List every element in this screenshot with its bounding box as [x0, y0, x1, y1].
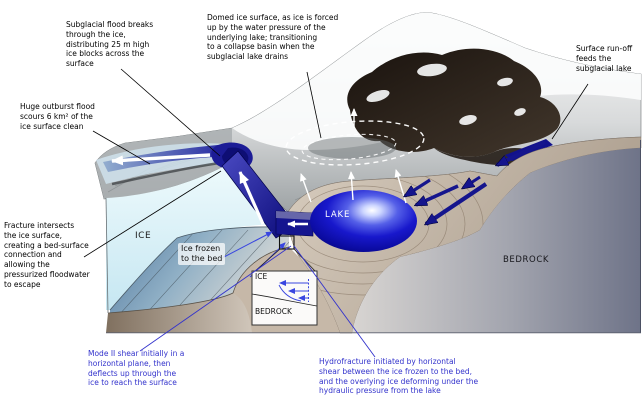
inset-bed-interface	[251, 293, 318, 307]
uplift-arrow-1	[300, 173, 312, 203]
lake-dome	[310, 190, 417, 252]
leader-mode-ii	[139, 245, 292, 352]
collapse-basin-shading	[308, 137, 396, 159]
label-bedrock: BEDROCK	[503, 255, 550, 265]
leader-lines-blue	[139, 245, 376, 358]
bedrock-front-face	[352, 148, 641, 333]
ice-face	[106, 162, 280, 310]
inset-shear-profile	[278, 279, 309, 302]
label-inset-bedrock: BEDROCK	[255, 307, 292, 316]
label-ice: ICE	[135, 231, 152, 241]
frozen-bed-upper-boundary	[109, 226, 284, 311]
annotation-hydrofracture: Hydrofracture initiated by horizontal sh…	[319, 357, 479, 396]
runoff-arrows-navy	[405, 140, 546, 226]
annotation-surface-runoff: Surface run-off feeds the subglacial lak…	[576, 44, 633, 73]
frozen-bed-lower-boundary	[107, 246, 290, 314]
snow-patches	[366, 63, 526, 125]
runoff-arrow-5	[405, 178, 431, 196]
basal-ice-band	[110, 226, 289, 313]
annotation-domed-ice: Domed ice surface, as ice is forced up b…	[207, 13, 339, 62]
rock-massif	[347, 48, 561, 157]
leader-surface-runoff	[551, 83, 589, 140]
runoff-arrow-1	[497, 140, 546, 167]
label-lake: LAKE	[325, 210, 351, 220]
annotation-subglacial-flood: Subglacial flood breaks through the ice,…	[66, 20, 154, 69]
label-ice-frozen: Ice frozen to the bed	[178, 243, 226, 265]
bedrock-under-ice-strip	[106, 293, 252, 333]
conduit-flow-arrow	[238, 171, 265, 225]
annotation-fracture-intersects: Fracture intersects the ice surface, cre…	[4, 221, 90, 289]
runoff-arrow-2	[463, 175, 481, 188]
leader-subglacial-flood	[120, 68, 221, 157]
uplift-arrow-3	[394, 169, 407, 204]
annotation-mode-ii-shear: Mode II shear initially in a horizontal …	[88, 349, 185, 388]
leader-domed-ice	[306, 71, 322, 139]
block-left-edge	[105, 197, 109, 314]
runoff-arrow-4	[416, 184, 459, 207]
uplift-arrow-2	[348, 171, 355, 201]
leader-fracture-intersects	[83, 170, 222, 258]
flow-arrows-white	[111, 108, 407, 228]
leader-lines-black	[83, 68, 589, 258]
domed-surface-dashed-outline-inner	[301, 133, 397, 161]
basal-conduit-highlight	[276, 211, 313, 220]
inset-connector-left	[253, 248, 281, 273]
leader-huge-outburst	[92, 130, 151, 165]
runoff-arrow-3	[426, 182, 488, 226]
flood-flow-arrow	[111, 153, 211, 166]
annotation-huge-outburst: Huge outburst flood scours 6 km² of the …	[20, 102, 95, 131]
leader-hydrofracture	[293, 245, 376, 358]
label-inset-ice: ICE	[255, 272, 268, 281]
